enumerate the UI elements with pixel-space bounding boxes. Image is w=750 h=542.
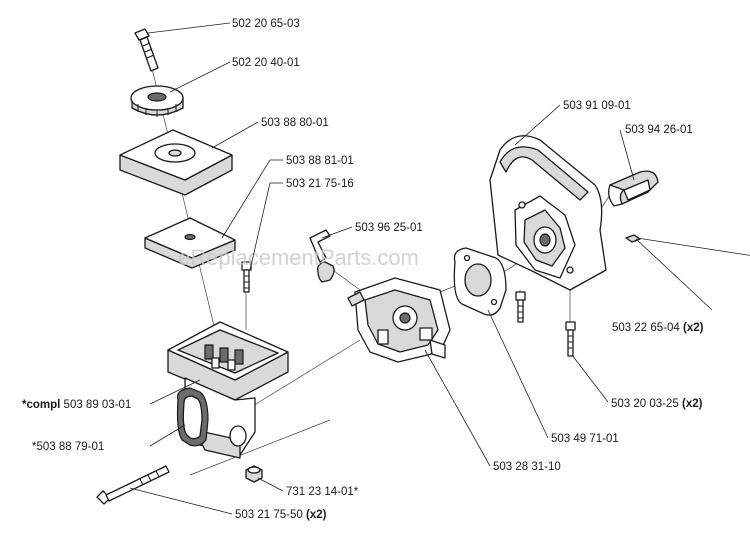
label-503-89-03-01-prefix: *compl [22,399,60,411]
label-503-96-25-01: 503 96 25-01 [355,222,423,234]
screw-502-20-65-03[interactable] [134,28,159,72]
label-502-20-40-01: 502 20 40-01 [232,57,300,69]
label-503-20-03-25-number: 503 20 03-25 [611,398,679,410]
label-731-23-14-01: 731 23 14-01* [286,486,359,498]
label-503-88-79-01: *503 88 79-01 [32,441,104,453]
air-filter-cover-503-88-80-01[interactable] [119,129,233,196]
hook-503-94-26-01[interactable] [608,170,659,207]
washer-503-22-65-04[interactable] [625,234,641,243]
screw-503-21-75-16[interactable] [241,261,252,293]
screw-pair-left[interactable] [515,291,526,323]
label-503-22-65-04-number: 503 22 65-04 [612,322,680,334]
label-503-20-03-25-qty: (x2) [682,398,703,410]
label-503-28-31-10: 503 28 31-10 [493,461,561,473]
carburetor-cover-503-91-09-01[interactable] [489,135,607,291]
filter-element-503-88-81-01[interactable] [144,217,236,269]
label-503-22-65-04-qty: (x2) [683,322,704,334]
gasket-503-49-71-01[interactable] [453,247,507,316]
label-503-49-71-01: 503 49 71-01 [551,433,619,445]
label-503-21-75-50-qty: (x2) [306,509,327,521]
label-503-88-81-01: 503 88 81-01 [286,155,354,167]
label-503-20-03-25: 503 20 03-25 (x2) [611,398,703,410]
label-503-91-09-01: 503 91 09-01 [563,100,631,112]
label-503-21-75-16: 503 21 75-16 [286,178,354,190]
label-502-20-65-03: 502 20 65-03 [232,18,300,30]
label-503-89-03-01: *compl 503 89 03-01 [22,399,131,411]
label-503-21-75-50: 503 21 75-50 (x2) [235,509,327,521]
leader-lines [129,22,750,515]
label-503-21-75-50-number: 503 21 75-50 [235,509,303,521]
screw-503-20-03-25[interactable] [565,321,576,357]
knob-nut-502-20-40-01[interactable] [130,85,184,117]
nut-731-23-14-01[interactable] [245,465,263,483]
long-screw-503-21-75-50[interactable] [96,465,170,505]
label-503-94-26-01: 503 94 26-01 [625,124,693,136]
part-labels: 502 20 65-03 502 20 40-01 503 88 80-01 5… [22,18,704,521]
label-503-22-65-04: 503 22 65-04 (x2) [612,322,704,334]
label-503-89-03-01-number: 503 89 03-01 [64,399,132,411]
label-503-88-80-01: 503 88 80-01 [261,117,329,129]
bracket-503-96-25-01[interactable] [309,229,335,283]
watermark-text: eReplacementParts.com [178,245,419,270]
carburetor-503-28-31-10[interactable] [347,277,451,363]
choke-gasket-503-88-79-01[interactable] [176,387,209,447]
